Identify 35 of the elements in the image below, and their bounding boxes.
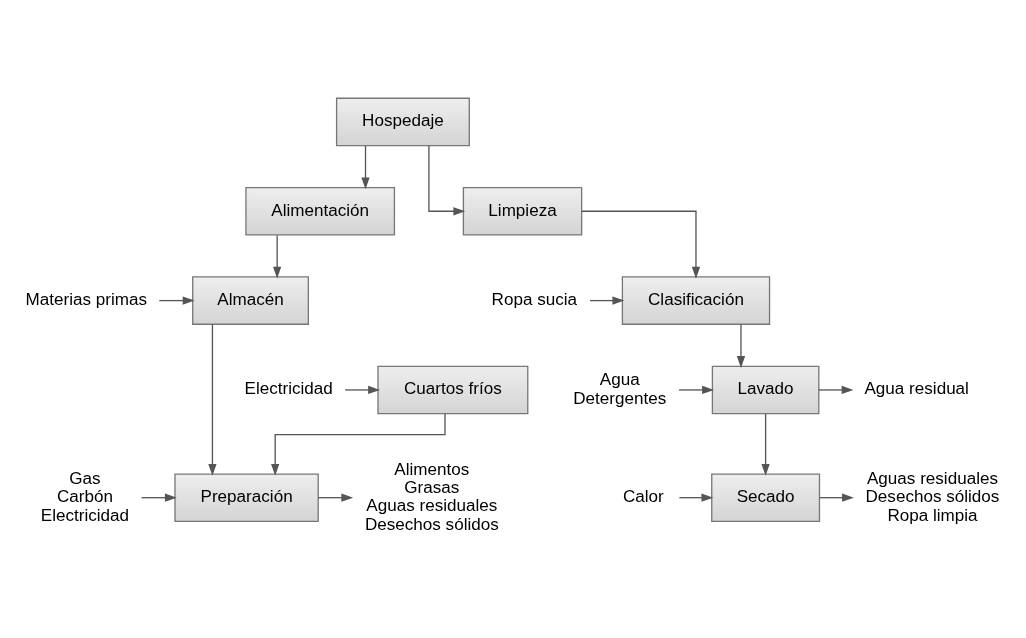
node-text: Aguas residuales Desechos sólidos Ropa limpia [865,468,1000,525]
node-box: Cuartos fríos [377,365,529,415]
node-text: Calor [623,487,664,507]
node-box: Almacén [192,276,309,325]
node-text: Alimentos Grasas Aguas residuales Desechos sólidos [364,459,499,534]
arrow [344,385,380,395]
node-text: Materias primas [25,290,148,310]
node-text: Gas Carbón Electricidad [40,468,130,525]
arrow [819,493,854,502]
arrow [818,385,854,395]
node-box: Clasificación [621,276,771,325]
node-box: Lavado [711,365,820,415]
arrow [361,145,370,190]
node-text: Agua Detergentes [573,370,667,408]
arrow [589,296,625,305]
node-text: Electricidad [244,379,333,399]
arrow [678,493,714,502]
node-box: Alimentación [245,186,396,236]
node-text: Agua residual [864,379,969,399]
arrow [158,296,195,305]
node-box: Limpieza [462,186,583,236]
arrow [678,385,714,395]
arrow [736,323,746,368]
node-text: Ropa sucia [491,290,578,310]
node-box: Hospedaje [335,97,470,147]
arrow [428,145,466,216]
arrow [581,210,701,279]
node-box: Secado [711,473,821,522]
arrow [140,493,177,502]
node-box: Preparación [174,473,319,522]
arrow [761,413,770,476]
arrow [271,413,446,476]
arrow [273,234,282,279]
arrow [317,493,354,502]
arrow [208,323,217,476]
